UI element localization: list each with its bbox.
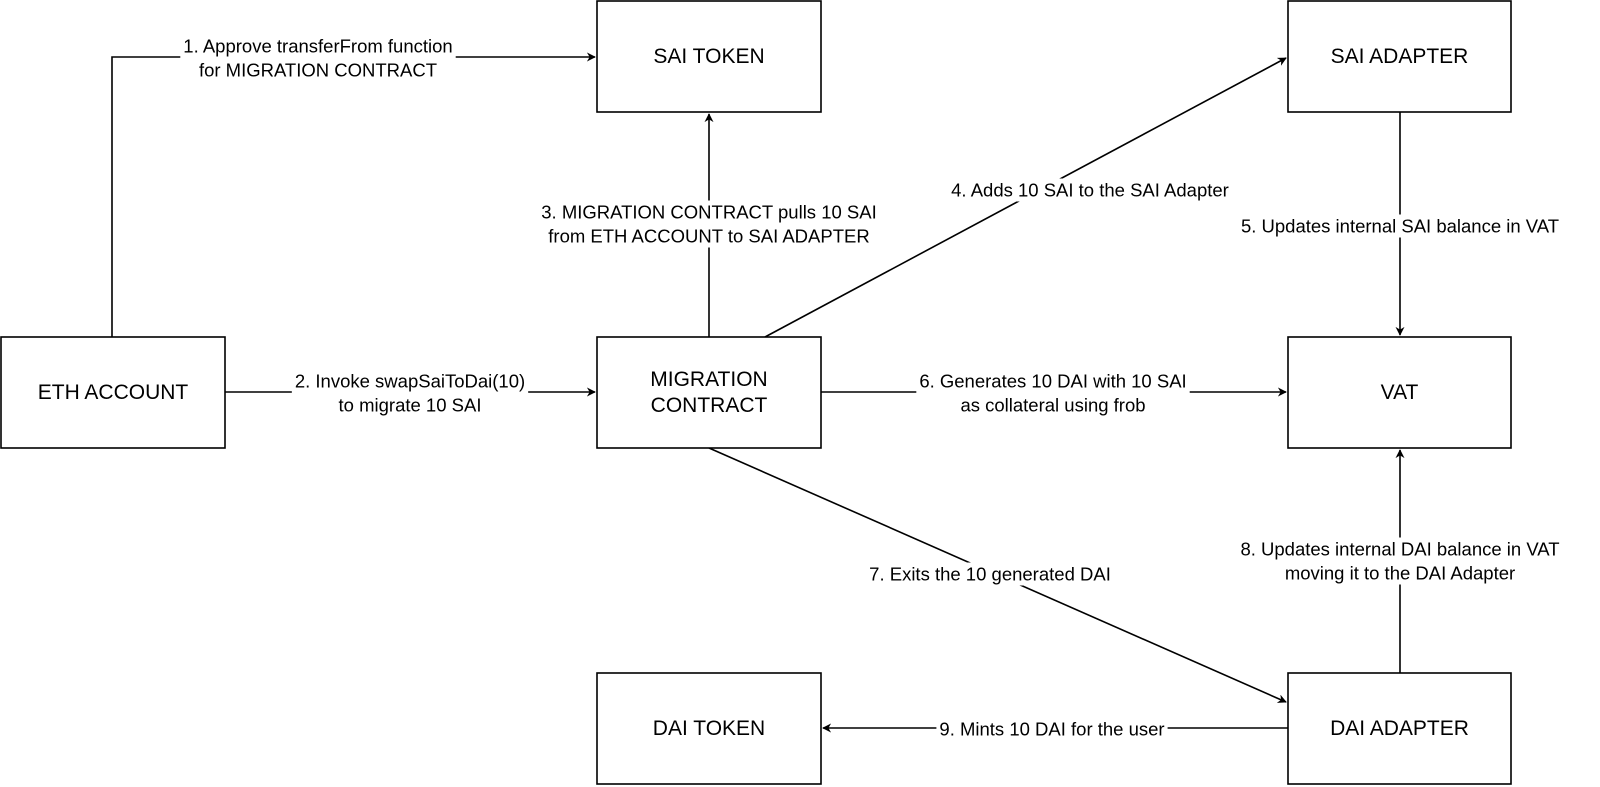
node-box-vat: [1287, 336, 1512, 449]
edge-label-2: 2. Invoke swapSaiToDai(10) to migrate 10 …: [291, 369, 529, 417]
edge-label-text: moving it to the DAI Adapter: [1285, 563, 1515, 584]
edge-label-background: [916, 369, 1190, 417]
node-box-migration-contract: [596, 336, 822, 449]
node-label: CONTRACT: [651, 394, 768, 417]
edge-label-background: [1237, 537, 1563, 585]
edge-label-6: 6. Generates 10 DAI with 10 SAI as collat…: [916, 369, 1190, 417]
node-sai-adapter: SAI ADAPTER: [1287, 0, 1512, 113]
node-box-sai-token: [596, 0, 822, 113]
edge-label-text: 5. Updates internal SAI balance in VAT: [1241, 216, 1559, 237]
edge-label-text: for MIGRATION CONTRACT: [199, 60, 437, 81]
edge-label-text: 7. Exits the 10 generated DAI: [869, 564, 1111, 585]
edge-label-text: 8. Updates internal DAI balance in VAT: [1240, 539, 1559, 560]
edge-label-background: [866, 562, 1114, 586]
node-label: ETH ACCOUNT: [38, 381, 189, 404]
edge-label-background: [936, 717, 1168, 741]
edge-label-3: 3. MIGRATION CONTRACT pulls 10 SAI from E…: [538, 200, 880, 248]
node-label: DAI ADAPTER: [1330, 717, 1469, 740]
edge-label-text: 6. Generates 10 DAI with 10 SAI: [919, 371, 1186, 392]
edge-label-text: as collateral using frob: [960, 395, 1145, 416]
labels-layer: 1. Approve transferFrom function for MIGR…: [180, 34, 1563, 741]
edge-label-background: [1237, 214, 1563, 238]
edge-label-4: 4. Adds 10 SAI to the SAI Adapter: [948, 178, 1232, 202]
edge-label-9: 9. Mints 10 DAI for the user: [936, 717, 1168, 741]
node-dai-token: DAI TOKEN: [596, 672, 822, 785]
node-label: SAI TOKEN: [653, 45, 764, 68]
edge-label-background: [948, 178, 1232, 202]
node-sai-token: SAI TOKEN: [596, 0, 822, 113]
node-label: VAT: [1381, 381, 1419, 404]
edge-label-1: 1. Approve transferFrom function for MIGR…: [180, 34, 456, 82]
node-box-dai-token: [596, 672, 822, 785]
edge-label-text: 3. MIGRATION CONTRACT pulls 10 SAI: [541, 202, 876, 223]
edge-label-text: 9. Mints 10 DAI for the user: [939, 719, 1164, 740]
node-eth-account: ETH ACCOUNT: [0, 336, 226, 449]
node-label: MIGRATION: [650, 368, 767, 391]
node-migration-contract: MIGRATION CONTRACT: [596, 336, 822, 449]
edge-label-background: [538, 200, 880, 248]
edge-label-8: 8. Updates internal DAI balance in VAT mo…: [1237, 537, 1563, 585]
node-vat: VAT: [1287, 336, 1512, 449]
node-label: DAI TOKEN: [653, 717, 765, 740]
edge-label-5: 5. Updates internal SAI balance in VAT: [1237, 214, 1563, 238]
edge-label-text: 1. Approve transferFrom function: [183, 36, 452, 57]
edge-label-background: [180, 34, 456, 82]
node-dai-adapter: DAI ADAPTER: [1287, 672, 1512, 785]
nodes-layer: SAI TOKEN SAI ADAPTER ETH ACCOUNT MIGRATION…: [0, 0, 1512, 785]
node-label: SAI ADAPTER: [1331, 45, 1469, 68]
edge-label-text: 2. Invoke swapSaiToDai(10): [295, 371, 525, 392]
edge-label-text: to migrate 10 SAI: [339, 395, 482, 416]
edge-label-7: 7. Exits the 10 generated DAI: [866, 562, 1114, 586]
node-box-sai-adapter: [1287, 0, 1512, 113]
edge-label-text: 4. Adds 10 SAI to the SAI Adapter: [951, 180, 1229, 201]
node-box-dai-adapter: [1287, 672, 1512, 785]
edge-label-background: [291, 369, 529, 417]
arrow-eth-account-to-sai-token: [111, 52, 596, 337]
node-box-eth-account: [0, 336, 226, 449]
edge-label-text: from ETH ACCOUNT to SAI ADAPTER: [548, 226, 869, 247]
